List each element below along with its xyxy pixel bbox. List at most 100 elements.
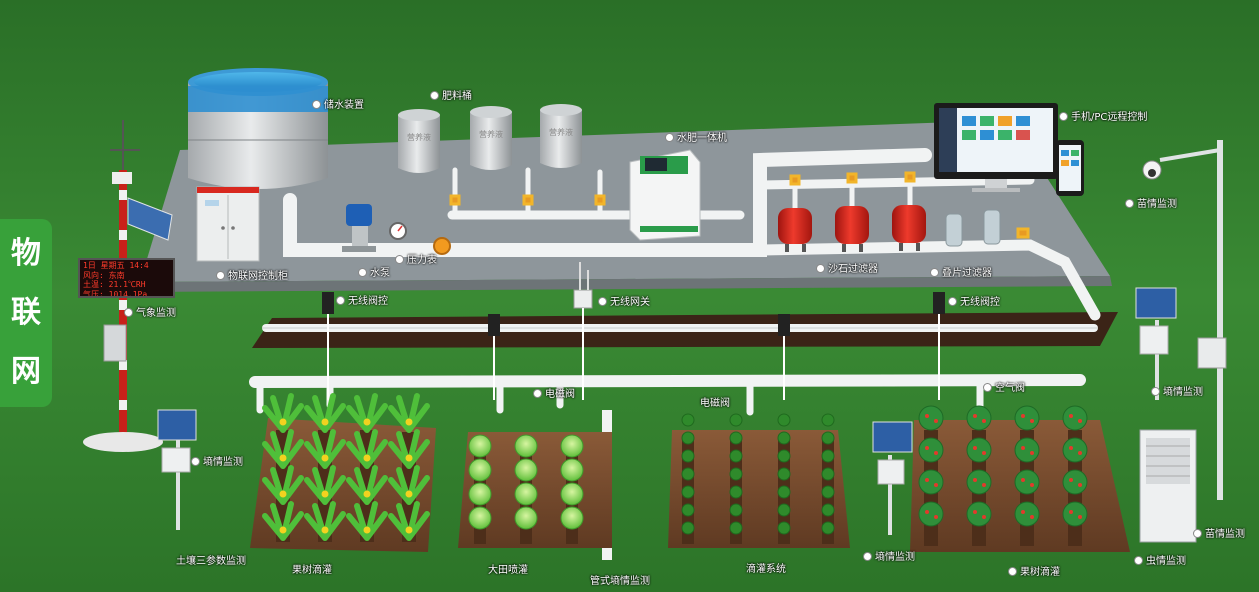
fruit-tree: [918, 437, 944, 463]
drip-plant: [729, 431, 743, 445]
cabbage-plant: [560, 482, 584, 506]
label-text: 墒情监测: [203, 457, 243, 468]
label-wireless-valve-right: 无线阀控: [948, 297, 1000, 309]
drip-plant: [777, 521, 791, 535]
label-text: 大田喷灌: [488, 565, 528, 576]
palm-plant: [262, 429, 304, 469]
label-text: 墒情监测: [1163, 387, 1203, 398]
drip-plant: [777, 485, 791, 499]
drip-plant: [821, 485, 835, 499]
label-water-storage: 储水装置: [312, 100, 364, 112]
drip-plant: [729, 503, 743, 517]
drip-plant: [681, 521, 695, 535]
side-tab-char: 网: [11, 353, 41, 389]
palm-plant: [346, 393, 388, 433]
fruit: [405, 418, 413, 426]
tree-fruit: [973, 446, 977, 450]
fruit: [279, 490, 287, 498]
drip-plant: [681, 467, 695, 481]
label-text: 沙石过滤器: [828, 264, 878, 275]
tree-fruit: [1021, 446, 1025, 450]
marker-dot-icon: [1134, 556, 1143, 565]
marker-dot-icon: [863, 552, 872, 561]
fruit: [279, 418, 287, 426]
marker-dot-icon: [1008, 567, 1017, 576]
tree-fruit: [973, 478, 977, 482]
fruit: [321, 418, 329, 426]
label-weather-monitor: 气象监测: [124, 308, 176, 320]
label-text: 滴灌系统: [746, 564, 786, 575]
label-air-valve: 空气阀: [983, 383, 1025, 395]
label-text: 水泵: [370, 268, 390, 279]
tree-fruit: [934, 483, 938, 487]
label-remote-control: 手机/PC远程控制: [1059, 112, 1147, 124]
fruit: [405, 454, 413, 462]
drip-plant: [821, 467, 835, 481]
field-drip: [668, 430, 850, 548]
tree-fruit: [1030, 483, 1034, 487]
fruit-tree: [1062, 469, 1088, 495]
label-pest-monitor: 虫情监测: [1134, 556, 1186, 568]
label-soil-monitor-left: 墒情监测: [191, 457, 243, 469]
label-text: 果树滴灌: [292, 565, 332, 576]
drip-plant: [821, 413, 835, 427]
tree-fruit: [934, 419, 938, 423]
marker-dot-icon: [430, 91, 439, 100]
drip-plant: [681, 413, 695, 427]
label-sand-filter: 沙石过滤器: [816, 264, 878, 276]
label-text: 压力表: [407, 255, 437, 266]
tree-fruit: [1021, 414, 1025, 418]
palm-plant: [304, 393, 346, 433]
label-orchard-drip-left: 果树滴灌: [292, 565, 332, 577]
palm-plant: [346, 465, 388, 505]
pest-monitor-cabinet: [1139, 429, 1197, 543]
label-tube-soil-monitor: 管式墒情监测: [590, 576, 650, 588]
solar-monitor-left: [157, 409, 197, 530]
label-drip-system: 滴灌系统: [746, 564, 786, 576]
fruit: [363, 418, 371, 426]
palm-plant: [346, 501, 388, 541]
drip-plant: [681, 431, 695, 445]
tree-fruit: [1069, 478, 1073, 482]
tree-fruit: [925, 414, 929, 418]
label-text: 无线网关: [610, 297, 650, 308]
fruit: [279, 454, 287, 462]
label-iot-cabinet: 物联网控制柜: [216, 271, 288, 283]
cabbage-plant: [560, 458, 584, 482]
control-cabinet: [196, 186, 260, 262]
drip-plant: [729, 467, 743, 481]
fruit-tree: [1014, 437, 1040, 463]
fruit: [405, 490, 413, 498]
label-seedling-monitor: 苗情监测: [1125, 199, 1177, 211]
fruit-tree: [966, 437, 992, 463]
marker-dot-icon: [816, 264, 825, 273]
label-text: 水肥一体机: [677, 133, 727, 144]
palm-plant: [262, 501, 304, 541]
fruit-tree: [918, 405, 944, 431]
drip-plant: [821, 521, 835, 535]
label-text: 储水装置: [324, 100, 364, 111]
palm-plant: [388, 429, 430, 469]
marker-dot-icon: [983, 383, 992, 392]
marker-dot-icon: [312, 100, 321, 109]
drip-plant: [681, 485, 695, 499]
palm-plant: [304, 501, 346, 541]
label-solenoid-valve-2: 电磁阀: [700, 398, 730, 410]
fruit: [321, 526, 329, 534]
tank-label: 营养液: [407, 133, 431, 142]
side-tab-char: 物: [11, 236, 41, 272]
tree-fruit: [982, 515, 986, 519]
fruit-tree: [1062, 437, 1088, 463]
sand-filters: [778, 205, 926, 252]
label-fertigation-machine: 水肥一体机: [665, 133, 727, 145]
cabbage-plant: [560, 434, 584, 458]
marker-dot-icon: [124, 308, 133, 317]
water-pump: [342, 204, 376, 252]
tree-fruit: [1030, 515, 1034, 519]
label-text: 苗情监测: [1205, 529, 1245, 540]
fruit-tree: [1014, 501, 1040, 527]
drip-plant: [681, 503, 695, 517]
label-text: 电磁阀: [700, 398, 730, 409]
fruit-tree: [1062, 501, 1088, 527]
